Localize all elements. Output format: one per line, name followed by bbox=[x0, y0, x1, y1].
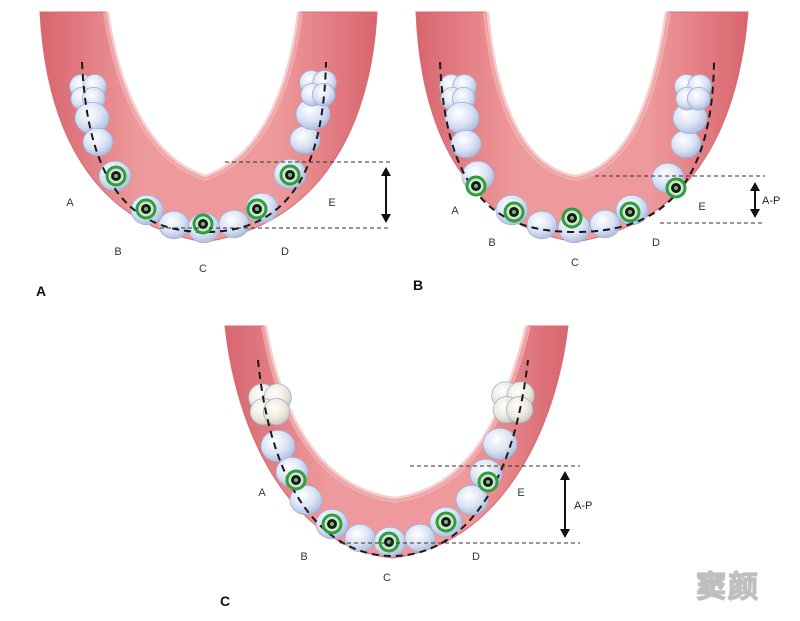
tooth bbox=[260, 429, 296, 463]
arrow-head-down-icon bbox=[381, 214, 391, 223]
point-label: A bbox=[66, 197, 74, 209]
implant-center bbox=[512, 210, 516, 214]
tooth bbox=[450, 129, 482, 159]
implant-marker bbox=[619, 201, 641, 223]
point-label: A bbox=[258, 487, 266, 499]
point-label: E bbox=[698, 201, 705, 213]
implant-center bbox=[201, 222, 205, 226]
measure-label: A-P bbox=[762, 195, 780, 207]
tooth bbox=[482, 427, 518, 461]
molar-cusp bbox=[686, 86, 711, 111]
molar-cusp bbox=[311, 82, 336, 107]
tooth bbox=[444, 101, 480, 135]
implant-center bbox=[444, 520, 448, 524]
implant-center bbox=[294, 478, 298, 482]
arch-form-line bbox=[439, 61, 715, 234]
tooth-crown bbox=[482, 427, 518, 461]
tooth bbox=[218, 209, 250, 239]
implant-center bbox=[474, 184, 478, 188]
implant-marker bbox=[285, 469, 307, 491]
implant-center bbox=[114, 174, 118, 178]
implant-marker bbox=[503, 201, 525, 223]
point-label: E bbox=[517, 487, 524, 499]
panel-label: A bbox=[36, 283, 46, 299]
tooth-crown bbox=[526, 210, 558, 240]
implant-center bbox=[255, 207, 259, 211]
implant-center bbox=[330, 522, 334, 526]
point-label: B bbox=[300, 551, 307, 563]
tooth-crown bbox=[82, 127, 114, 157]
implant-marker bbox=[105, 165, 127, 187]
arrow-head-down-icon bbox=[750, 209, 760, 218]
implant-center bbox=[570, 216, 574, 220]
tooth-crown bbox=[670, 129, 702, 159]
point-label: D bbox=[281, 246, 289, 258]
arrow-head-up-icon bbox=[750, 182, 760, 191]
implant-center bbox=[486, 480, 490, 484]
implant-marker bbox=[135, 198, 157, 220]
point-label: B bbox=[488, 237, 495, 249]
tooth-crown bbox=[289, 484, 323, 516]
implant-center bbox=[288, 173, 292, 177]
panel-b-arch: A-P A B C D E B bbox=[413, 11, 780, 293]
tooth-crown bbox=[444, 101, 480, 135]
implant-marker bbox=[435, 511, 457, 533]
point-label: A bbox=[451, 205, 459, 217]
molar-cusp bbox=[262, 398, 291, 426]
molar-tooth bbox=[491, 381, 535, 424]
panel-c-arch: A-P A B C D E C bbox=[220, 325, 592, 609]
tooth-crown bbox=[218, 209, 250, 239]
implant-center bbox=[144, 207, 148, 211]
implant-marker bbox=[246, 198, 268, 220]
implant-marker bbox=[665, 177, 687, 199]
arrow-head-up-icon bbox=[560, 471, 570, 480]
panel-label: B bbox=[413, 277, 423, 293]
implant-marker bbox=[279, 164, 301, 186]
molar-tooth bbox=[299, 70, 337, 107]
gum-margin bbox=[483, 11, 671, 182]
implant-marker bbox=[378, 531, 400, 553]
watermark: 窦颜 bbox=[696, 570, 760, 605]
implant-marker bbox=[321, 513, 343, 535]
implant-marker bbox=[192, 213, 214, 235]
point-label: E bbox=[328, 197, 335, 209]
implant-center bbox=[674, 186, 678, 190]
tooth-crown bbox=[450, 129, 482, 159]
point-label: C bbox=[199, 263, 207, 275]
implant-marker bbox=[465, 175, 487, 197]
point-label: D bbox=[652, 237, 660, 249]
tooth-crown bbox=[260, 429, 296, 463]
implant-center bbox=[628, 210, 632, 214]
arch-form-line bbox=[257, 359, 529, 558]
molar-tooth bbox=[248, 383, 292, 426]
measure-label: A-P bbox=[574, 500, 592, 512]
tooth bbox=[526, 210, 558, 240]
arch-form-line bbox=[81, 61, 327, 234]
point-label: C bbox=[383, 572, 391, 584]
implant-marker bbox=[477, 471, 499, 493]
point-label: B bbox=[114, 246, 121, 258]
tooth bbox=[289, 484, 323, 516]
tooth bbox=[670, 129, 702, 159]
implant-marker bbox=[561, 207, 583, 229]
tooth bbox=[289, 125, 321, 155]
tooth-crown bbox=[589, 209, 621, 239]
panel-label: C bbox=[220, 593, 230, 609]
panel-a-arch: A B C D E A bbox=[36, 11, 391, 299]
molar-tooth bbox=[674, 74, 712, 111]
tooth bbox=[344, 523, 376, 553]
tooth bbox=[82, 127, 114, 157]
tooth bbox=[589, 209, 621, 239]
arrow-head-up-icon bbox=[381, 167, 391, 176]
gum-margin bbox=[103, 11, 303, 182]
tooth-crown bbox=[289, 125, 321, 155]
tooth-crown bbox=[344, 523, 376, 553]
point-label: C bbox=[571, 257, 579, 269]
arrow-head-down-icon bbox=[560, 529, 570, 538]
point-label: D bbox=[472, 551, 480, 563]
